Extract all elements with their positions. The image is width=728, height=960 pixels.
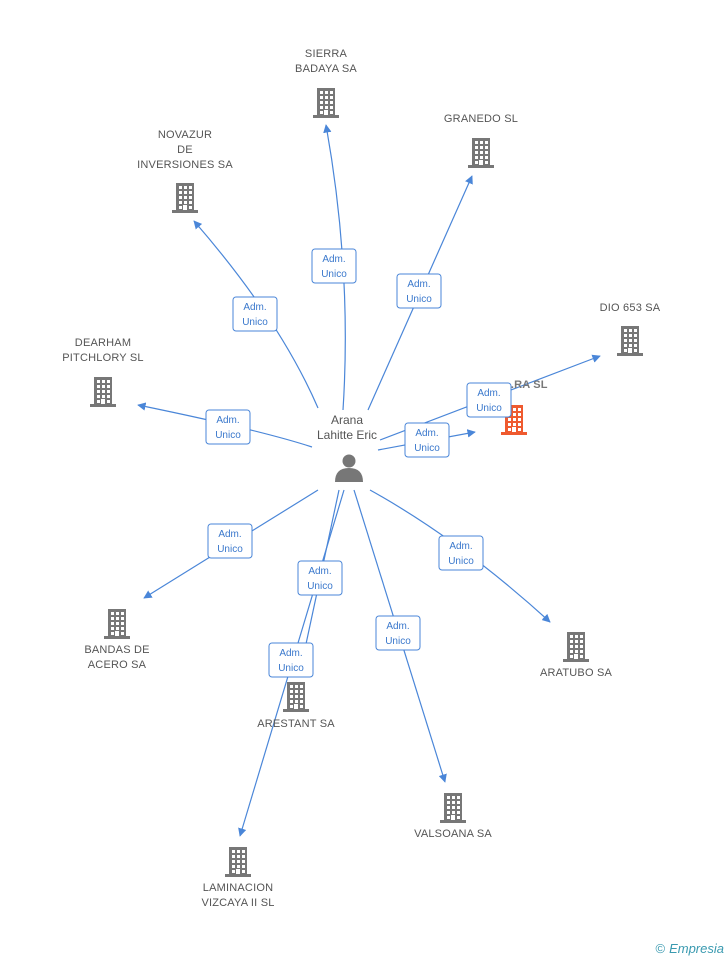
person-icon <box>335 454 363 482</box>
badge-text: Adm. <box>216 415 239 426</box>
badge-text: Unico <box>215 430 241 441</box>
company-label: DIO 653 SA <box>600 302 661 314</box>
role-badge-bandas: Adm. Unico <box>207 523 253 559</box>
building-icon <box>283 682 309 712</box>
company-node-aratubo[interactable]: ARATUBO SA <box>540 632 613 679</box>
role-badge-granedo: Adm. Unico <box>396 273 442 309</box>
building-icon <box>617 326 643 356</box>
company-label: ...RA SL <box>504 379 547 391</box>
role-badge-valsoana: Adm. Unico <box>375 615 421 651</box>
company-node-arestant[interactable]: ARESTANT SA <box>257 682 335 730</box>
role-badge-dearham: Adm. Unico <box>205 409 251 445</box>
badge-text: Unico <box>242 317 268 328</box>
building-icon <box>440 793 466 823</box>
badge-text: Unico <box>476 403 502 414</box>
role-badge-highlighted: Adm. Unico <box>404 422 450 458</box>
role-badge-dio653: Adm. Unico <box>466 382 512 418</box>
badge-text: Adm. <box>407 279 430 290</box>
badge-text: Adm. <box>477 388 500 399</box>
badge-text: Unico <box>321 269 347 280</box>
company-node-dio653[interactable]: DIO 653 SA <box>600 302 661 356</box>
building-icon <box>172 183 198 213</box>
role-badge-sierra-badaya: Adm. Unico <box>311 248 357 284</box>
company-label: VALSOANA SA <box>414 828 492 840</box>
company-label: GRANEDO SL <box>444 113 518 125</box>
building-icon <box>90 377 116 407</box>
badge-text: Adm. <box>243 302 266 313</box>
building-icon <box>563 632 589 662</box>
building-icon <box>225 847 251 877</box>
copyright-symbol: © <box>655 941 666 956</box>
badge-text: Adm. <box>218 529 241 540</box>
brand-name: Empresia <box>669 941 724 956</box>
badge-text: Adm. <box>308 566 331 577</box>
role-badge-arestant: Adm. Unico <box>297 560 343 596</box>
badge-text: Adm. <box>415 428 438 439</box>
role-badge-aratubo: Adm. Unico <box>438 535 484 571</box>
badge-text: Adm. <box>386 621 409 632</box>
company-label: ARESTANT SA <box>257 718 335 730</box>
badge-text: Adm. <box>279 648 302 659</box>
badge-text: Unico <box>414 443 440 454</box>
building-icon <box>313 88 339 118</box>
badge-text: Unico <box>307 581 333 592</box>
badge-text: Unico <box>278 663 304 674</box>
badge-text: Adm. <box>322 254 345 265</box>
role-badge-novazur: Adm. Unico <box>232 296 278 332</box>
building-icon <box>468 138 494 168</box>
badge-text: Adm. <box>449 541 472 552</box>
badge-text: Unico <box>406 294 432 305</box>
company-node-granedo[interactable]: GRANEDO SL <box>444 113 518 168</box>
building-icon <box>104 609 130 639</box>
badge-text: Unico <box>448 556 474 567</box>
badge-text: Unico <box>217 544 243 555</box>
empresia-watermark: ©Empresia <box>655 941 724 956</box>
company-node-valsoana[interactable]: VALSOANA SA <box>414 793 492 840</box>
role-badge-laminacion: Adm. Unico <box>268 642 314 678</box>
company-label: ARATUBO SA <box>540 667 613 679</box>
badge-text: Unico <box>385 636 411 647</box>
